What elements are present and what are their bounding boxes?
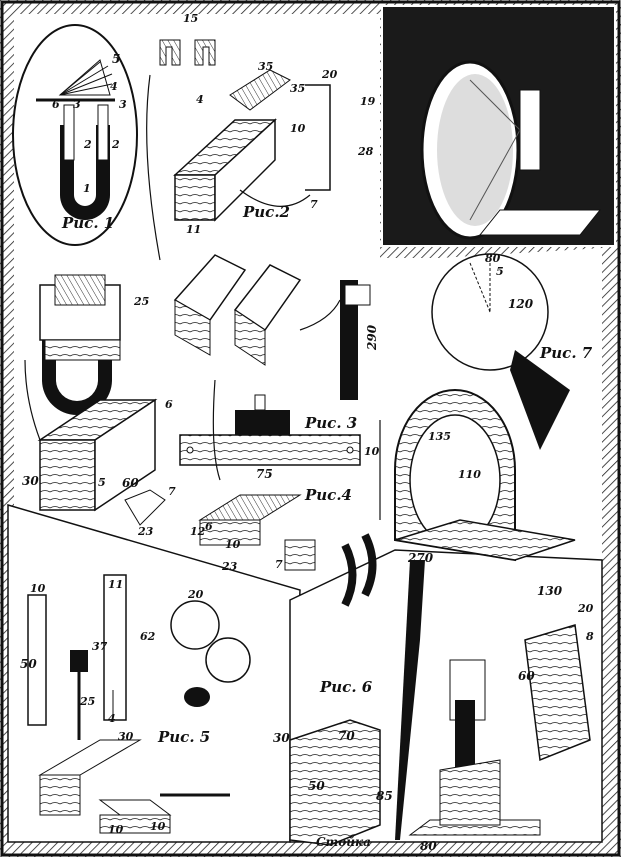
horn-panel xyxy=(381,5,616,247)
fig7-dim-120: 120 xyxy=(508,297,534,311)
fig4-dim-23: 23 xyxy=(221,560,238,573)
fig6-dim-70: 70 xyxy=(338,729,355,743)
fig3-dim-10: 10 xyxy=(364,445,380,458)
fig5-dim-25: 25 xyxy=(79,695,95,708)
fig6-caption: Рис. 6 xyxy=(319,678,373,696)
fig5-dim-37: 37 xyxy=(92,640,108,653)
fig5-dim-30: 30 xyxy=(118,730,134,743)
fig4-caption: Рис.4 xyxy=(304,486,352,504)
fig7-caption: Рис. 7 xyxy=(539,344,593,362)
fig6-dim-270: 270 xyxy=(407,551,434,565)
fig6-dim-30: 30 xyxy=(273,731,290,745)
fig2-dim-28: 28 xyxy=(357,145,374,158)
fig6-dim-60: 60 xyxy=(518,669,535,683)
fig7-dim-80: 80 xyxy=(485,252,501,265)
fig3-dim-7: 7 xyxy=(168,485,176,498)
fig5-caption: Рис. 5 xyxy=(157,728,210,746)
fig5-dim-50: 50 xyxy=(20,657,37,671)
connector-arrows xyxy=(24,74,381,520)
fig1-part-3a: 3 xyxy=(73,98,81,111)
fig2-dim-7: 7 xyxy=(310,198,318,211)
fig1-part-3b: 3 xyxy=(119,98,127,111)
fig3-dim-60: 60 xyxy=(122,476,139,490)
fig1-part-6: 6 xyxy=(52,98,60,111)
figure-3: 25 6 30 60 5 7 23 75 10 Рис. 3 xyxy=(22,254,380,538)
fig6-dim-85: 85 xyxy=(376,789,393,803)
fig1-part-2a: 2 xyxy=(83,138,92,151)
fig5-dim-10a: 10 xyxy=(30,582,46,595)
fig1-part-1: 1 xyxy=(83,182,91,195)
fig2-dim-20: 20 xyxy=(321,68,338,81)
figure-5: 10 50 11 37 62 25 4 20 30 10 10 Рис. 5 xyxy=(20,574,251,836)
fig4-dim-12: 12 xyxy=(190,525,206,538)
fig7-dim-110: 110 xyxy=(458,468,481,481)
fig2-caption: Рис.2 xyxy=(242,203,290,221)
figure-1: 1 2 2 3 3 4 5 6 Рис. 1 xyxy=(12,24,138,246)
fig5-dim-10c: 10 xyxy=(150,820,166,833)
fig6-dim-80: 80 xyxy=(420,839,437,853)
fig6-dim-20: 20 xyxy=(577,602,594,615)
fig2-dim-19: 19 xyxy=(360,95,376,108)
fig4-dim-7: 7 xyxy=(275,558,283,571)
fig3-dim-23: 23 xyxy=(137,525,154,538)
figure-4: 12 6 10 23 7 Рис.4 xyxy=(190,486,352,573)
fig5-dim-11: 11 xyxy=(108,578,123,591)
fig5-dim-20: 20 xyxy=(187,588,204,601)
fig3-caption: Рис. 3 xyxy=(304,414,357,432)
fig1-part-4: 4 xyxy=(110,80,118,93)
fig7-dim-5: 5 xyxy=(496,265,504,278)
fig6-dim-130: 130 xyxy=(537,584,563,598)
figure-2: 15 35 35 4 10 20 19 28 11 7 Рис.2 xyxy=(159,12,376,236)
fig2-dim-10: 10 xyxy=(290,122,306,135)
fig2-dim-35a: 35 xyxy=(258,60,273,73)
fig5-dim-4: 4 xyxy=(108,712,116,725)
fig2-dim-35b: 35 xyxy=(290,82,305,95)
fig2-dim-11: 11 xyxy=(186,223,201,236)
fig4-dim-6: 6 xyxy=(205,520,213,533)
fig6-stand-label: Стойка xyxy=(316,835,371,849)
fig6-dim-8: 8 xyxy=(586,630,594,643)
figure-7: 80 5 120 Рис. 7 xyxy=(431,252,593,450)
fig2-dim-15: 15 xyxy=(183,12,198,25)
fig3-dim-75: 75 xyxy=(256,467,273,481)
fig5-dim-10b: 10 xyxy=(108,823,124,836)
fig5-dim-62: 62 xyxy=(140,630,156,643)
fig1-part-5: 5 xyxy=(112,52,120,66)
fig1-part-2b: 2 xyxy=(111,138,120,151)
fig1-caption: Рис. 1 xyxy=(61,214,114,232)
fig2-dim-4: 4 xyxy=(196,93,204,106)
fig7-dim-135: 135 xyxy=(428,430,451,443)
fig3-dim-5: 5 xyxy=(98,476,106,489)
fig6-dim-50: 50 xyxy=(308,779,325,793)
fig3-dim-6: 6 xyxy=(165,398,173,411)
fig4-dim-10: 10 xyxy=(225,538,241,551)
figure-6: 290 270 130 20 8 60 30 70 50 85 80 135 1… xyxy=(273,324,594,853)
fig6-dim-290: 290 xyxy=(365,324,379,351)
fig3-dim-30: 30 xyxy=(22,474,39,488)
fig3-dim-25: 25 xyxy=(133,295,149,308)
